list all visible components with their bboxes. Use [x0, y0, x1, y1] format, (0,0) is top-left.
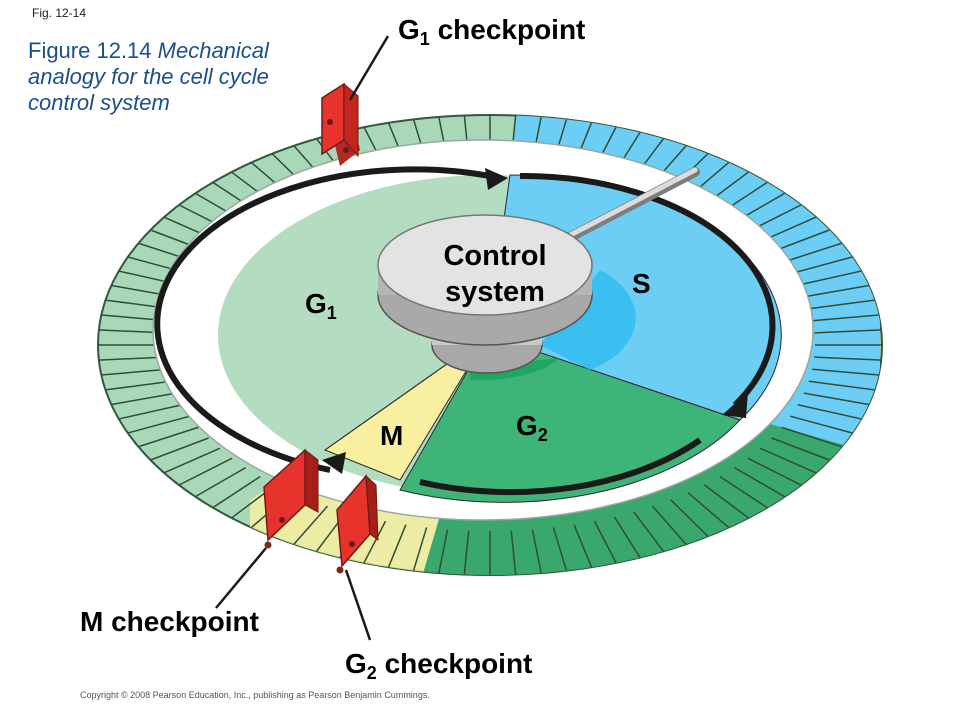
phase-s-label: S: [632, 268, 651, 299]
ring-tick: [719, 475, 770, 510]
ring-tick: [812, 368, 882, 377]
ring-tick: [108, 392, 177, 406]
ring-tick: [593, 520, 618, 566]
ring-tick: [781, 241, 845, 264]
ring-tick: [573, 524, 593, 570]
ring-tick: [412, 527, 428, 573]
cycle-arrow: [154, 166, 776, 496]
m-checkpoint-label: M checkpoint: [80, 606, 259, 637]
ring-tick: [291, 505, 329, 547]
ring-tick: [797, 269, 865, 286]
ring-tick: [210, 475, 261, 510]
caption-prefix: Figure 12.14: [28, 38, 158, 63]
ring-tick: [102, 380, 172, 392]
ring-tick: [633, 511, 666, 554]
ring-tick: [161, 447, 221, 475]
ring-tick: [613, 516, 642, 560]
ring-tick: [176, 457, 233, 487]
ring-tick: [812, 313, 882, 322]
ring-tick: [437, 529, 449, 575]
figure-number: Fig. 12-14: [32, 6, 87, 20]
ring-tick: [98, 356, 166, 361]
ring-tick: [192, 466, 247, 499]
ring-tick: [387, 524, 407, 570]
g1-checkpoint-label: G1 checkpoint: [398, 14, 586, 49]
ring-tick: [803, 392, 872, 406]
ring-tick: [115, 404, 183, 421]
ring-tick: [147, 437, 209, 462]
ring-tick: [759, 447, 819, 475]
control-system-label: Control system: [443, 240, 547, 308]
ring-tick: [808, 380, 878, 392]
ring-tick: [771, 437, 833, 462]
ring-tick: [463, 530, 470, 575]
ring-tick: [98, 368, 168, 377]
g2-checkpoint-gate: [336, 474, 379, 641]
ring-tick: [362, 520, 387, 566]
ring-tick: [703, 484, 751, 521]
ring-tick: [687, 491, 731, 530]
ring-tick: [670, 499, 710, 539]
caption-italic: Mechanical analogy for the cell cycle co…: [28, 38, 269, 115]
ring-tick: [781, 426, 845, 449]
ring-tick: [135, 426, 199, 449]
ring-tick: [747, 457, 804, 487]
g2-checkpoint-label: G2 checkpoint: [345, 648, 533, 683]
m-checkpoint-gate: [215, 448, 319, 609]
figure-caption: Figure 12.14 Mechanical analogy for the …: [28, 38, 328, 116]
copyright-notice: Copyright © 2008 Pearson Education, Inc.…: [80, 690, 430, 700]
ring-tick: [803, 284, 872, 298]
phase-g1-label: G1: [305, 288, 337, 323]
ring-tick: [790, 255, 856, 275]
control-pointer: [550, 167, 700, 250]
control-system-hub: [377, 214, 593, 374]
ring-tick: [124, 415, 190, 435]
phase-m-label: M: [380, 420, 404, 451]
ring-tick: [531, 529, 543, 575]
ring-tick: [733, 466, 788, 499]
ring-tick: [651, 505, 689, 547]
ring-tick: [510, 530, 517, 575]
ring-tick: [814, 329, 882, 334]
ring-tick: [552, 527, 568, 573]
ring-tick: [797, 404, 865, 421]
ring-tick: [814, 356, 882, 361]
ring-tick: [790, 415, 856, 435]
cycle-arrowheads: [322, 168, 748, 474]
ring-tick: [808, 298, 878, 310]
g1-checkpoint-gate: [321, 35, 390, 166]
phase-g2-label: G2: [516, 410, 548, 445]
